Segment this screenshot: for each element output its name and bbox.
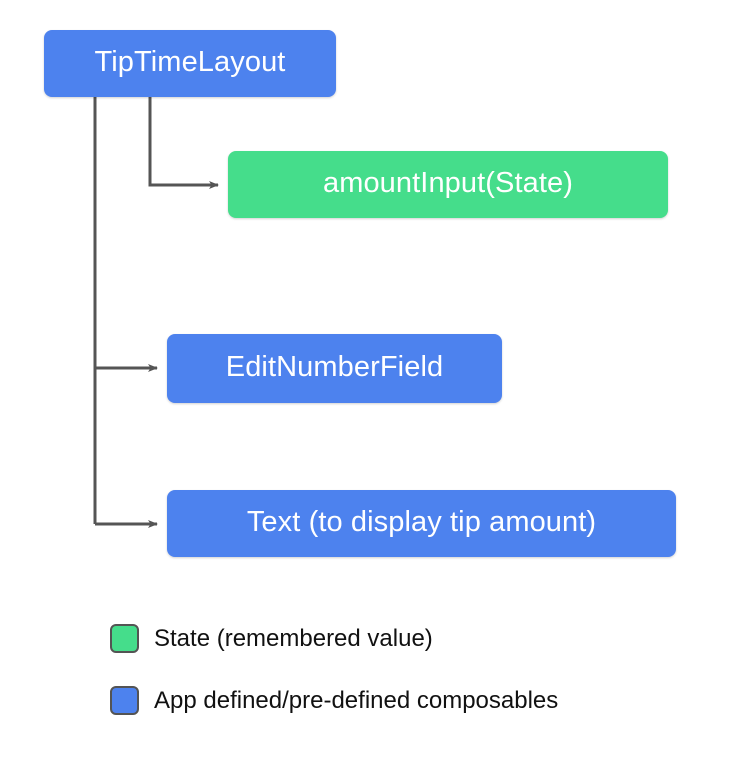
legend-label-composables: App defined/pre-defined composables	[154, 686, 559, 714]
legend-item-state: State (remembered value)	[110, 624, 558, 653]
node-editnumberfield-label: EditNumberField	[225, 351, 444, 383]
node-tiptimelayout-label: TipTimeLayout	[94, 46, 286, 78]
legend: State (remembered value) App defined/pre…	[110, 624, 558, 715]
legend-item-composables: App defined/pre-defined composables	[110, 686, 558, 715]
node-tiptimelayout[interactable]: TipTimeLayout	[44, 30, 336, 97]
legend-swatch-composables	[110, 686, 139, 715]
legend-swatch-state	[110, 624, 139, 653]
node-amountinput-label: amountInput(State)	[322, 167, 574, 199]
node-editnumberfield[interactable]: EditNumberField	[167, 334, 502, 403]
edge-tiptimelayout-to-editnumberfield	[93, 97, 158, 524]
edge-tiptimelayout-to-amountinput	[148, 97, 219, 189]
legend-label-state: State (remembered value)	[154, 624, 433, 652]
node-amountinput[interactable]: amountInput(State)	[228, 151, 668, 218]
node-textdisplay-label: Text (to display tip amount)	[246, 506, 597, 538]
node-textdisplay[interactable]: Text (to display tip amount)	[167, 490, 676, 557]
